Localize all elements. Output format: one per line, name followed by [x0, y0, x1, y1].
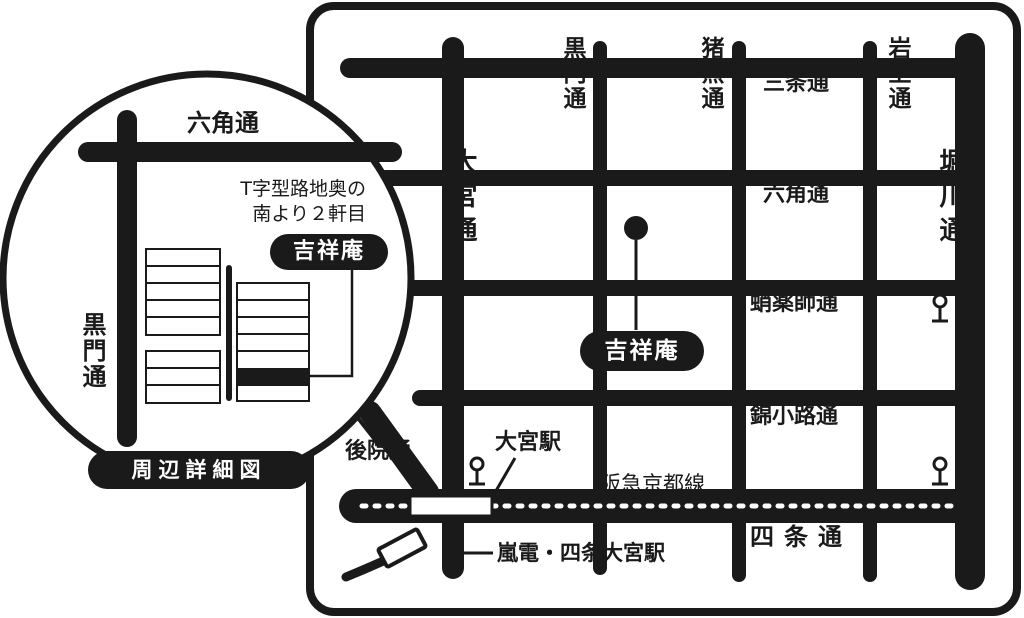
label-nishikikoji: 錦小路通 — [750, 404, 839, 429]
label-sanjo: 三条通 — [763, 71, 830, 96]
label-iwagami: 岩上通 — [884, 36, 910, 111]
label-randen-station: 嵐電・四条大宮駅 — [497, 541, 665, 565]
inset-connector — [356, 416, 382, 448]
detail-destination-leader — [309, 270, 354, 378]
detail-building-block-left-bottom — [145, 350, 221, 404]
omiya-station-building — [408, 494, 494, 518]
omiya-station-leader — [491, 457, 517, 497]
label-kuromon: 黒門通 — [559, 36, 585, 111]
detail-note-line2: 南より２軒目 — [252, 203, 366, 225]
label-horikawa: 堀川通 — [935, 148, 965, 250]
detail-inset-title: 周辺詳細図 — [88, 451, 310, 489]
label-takoyakushi: 蛸薬師通 — [750, 291, 839, 316]
label-goin: 後院通 — [345, 439, 412, 464]
destination-marker-icon — [624, 216, 648, 240]
label-rokkaku: 六角通 — [763, 182, 830, 207]
label-inokuma: 猪熊通 — [697, 36, 723, 111]
label-omiya: 大宮通 — [447, 148, 477, 250]
detail-note-line1: T字型路地奥の — [240, 178, 366, 200]
detail-label-kuromon: 黒門通 — [78, 312, 106, 390]
detail-destination-house — [237, 368, 309, 385]
detail-building-block-left-top — [145, 248, 221, 336]
destination-label: 吉祥庵 — [580, 331, 704, 371]
bus-stop-icon — [932, 456, 948, 486]
bus-stop-icon — [932, 293, 948, 323]
randen-tram-icon — [376, 527, 428, 569]
detail-label-rokkaku: 六角通 — [187, 109, 259, 137]
detail-destination-label: 吉祥庵 — [270, 234, 388, 270]
detail-inset-streets — [78, 110, 402, 447]
label-omiya-station: 大宮駅 — [495, 430, 562, 455]
street-goin — [359, 401, 439, 503]
bus-stop-icon — [469, 456, 485, 486]
label-railway: 阪急京都線 — [600, 472, 705, 496]
vertical-streets — [442, 33, 985, 590]
label-shijo: 四条通 — [750, 523, 852, 551]
